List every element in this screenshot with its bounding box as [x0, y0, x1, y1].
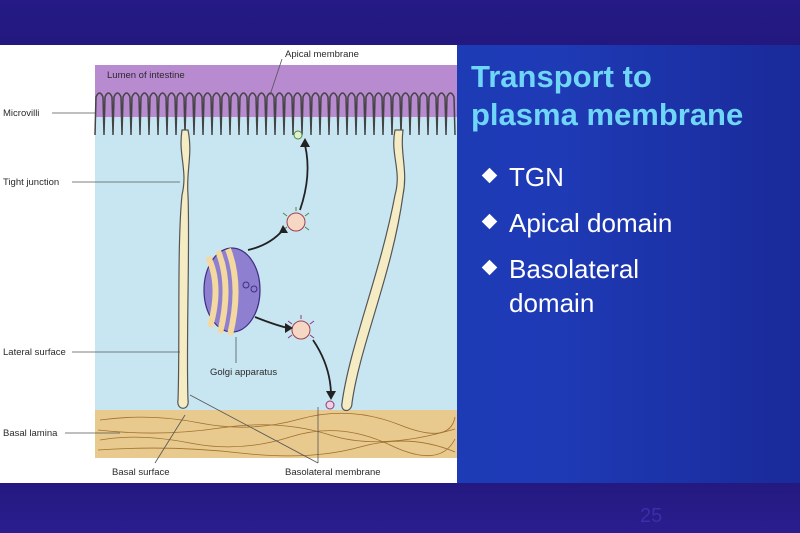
label-lateral-surface: Lateral surface	[3, 347, 66, 358]
lateral-membrane-left	[177, 129, 191, 409]
basolateral-vesicle	[287, 315, 315, 340]
label-lumen: Lumen of intestine	[107, 70, 185, 81]
golgi-apparatus	[203, 247, 261, 336]
basal-lamina-fibers	[97, 412, 456, 457]
fused-apical-vesicle	[293, 130, 303, 140]
arrow-heads	[279, 138, 336, 400]
label-apical-membrane: Apical membrane	[285, 49, 359, 60]
title-line-2: plasma membrane	[471, 97, 744, 132]
label-microvilli: Microvilli	[3, 108, 39, 119]
lateral-membrane-right	[341, 129, 406, 412]
slide-title: Transport to plasma membrane	[471, 58, 791, 134]
label-golgi: Golgi apparatus	[210, 367, 277, 378]
title-line-1: Transport to	[471, 59, 652, 94]
label-basal-lamina: Basal lamina	[3, 428, 58, 439]
microvilli-border	[94, 92, 456, 136]
diamond-bullet-icon	[481, 213, 498, 230]
leader-lines	[52, 58, 319, 464]
diamond-bullet-icon	[481, 167, 498, 184]
diamond-bullet-icon	[481, 259, 498, 276]
basal-lamina-layer	[95, 410, 457, 458]
epithelium-diagram: Apical membrane Lumen of intestine Micro…	[0, 45, 457, 483]
label-basal-surface: Basal surface	[112, 467, 170, 478]
label-tight-junction: Tight junction	[3, 177, 59, 188]
bullet-tgn: TGN	[481, 160, 792, 194]
diagram-svg: Apical membrane Lumen of intestine Micro…	[3, 49, 457, 478]
fused-basolateral-vesicle	[325, 400, 335, 410]
bullet-apical-domain: Apical domain	[481, 206, 792, 240]
page-number: 25	[640, 505, 663, 527]
label-basolateral-membrane: Basolateral membrane	[285, 467, 381, 478]
